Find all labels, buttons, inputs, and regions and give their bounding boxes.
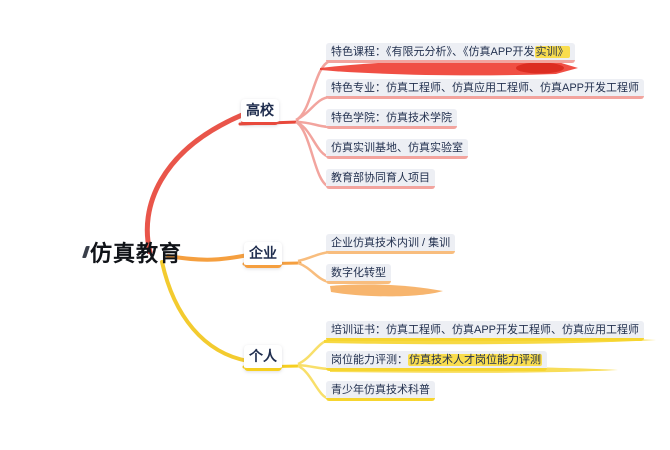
branch-label: 高校 <box>246 102 274 118</box>
root-prefix-mark <box>82 246 90 258</box>
leaf-text: 岗位能力评测： <box>331 354 408 366</box>
leaf-text: 教育部协同育人项目 <box>331 172 430 184</box>
leaf-highlight: 仿真技术人才岗位能力评测 <box>408 354 542 366</box>
branch-label: 个人 <box>249 348 277 364</box>
leaf-personal-youth[interactable]: 青少年仿真技术科普 <box>326 381 435 401</box>
orange-marker-blob <box>330 284 443 297</box>
leaf-text: 特色学院：仿真技术学院 <box>331 112 452 124</box>
trunk-university <box>144 112 245 255</box>
leaf-text: 数字化转型 <box>331 267 386 279</box>
leaf-enterprise-training[interactable]: 企业仿真技术内训 / 集训 <box>326 234 456 254</box>
leaf-text: 仿真实训基地、仿真实验室 <box>331 142 463 154</box>
leaf-text: 青少年仿真技术科普 <box>331 384 430 396</box>
red-marker-blob <box>516 62 564 74</box>
leaf-university-moe-project[interactable]: 教育部协同育人项目 <box>326 169 435 189</box>
leaf-university-majors[interactable]: 特色专业：仿真工程师、仿真应用工程师、仿真APP开发工程师 <box>326 79 645 99</box>
root-node[interactable]: 仿真教育 <box>82 236 183 268</box>
trunk-personal <box>160 260 250 363</box>
red-marker-swoosh <box>320 59 578 76</box>
branch-node-personal[interactable]: 个人 <box>244 345 282 371</box>
branch-node-university[interactable]: 高校 <box>241 99 279 125</box>
trunk-enterprise <box>166 253 250 262</box>
connector-u5 <box>295 120 331 189</box>
leaf-university-courses[interactable]: 特色课程：《有限元分析》、《仿真APP开发实训》 <box>326 43 575 63</box>
leaf-university-labs[interactable]: 仿真实训基地、仿真实验室 <box>326 139 468 159</box>
leaf-text: 培训证书：仿真工程师、仿真APP开发工程师、仿真应用工程师 <box>331 324 640 336</box>
branch-node-enterprise[interactable]: 企业 <box>244 242 282 268</box>
leaf-text: 特色专业：仿真工程师、仿真应用工程师、仿真APP开发工程师 <box>331 82 640 94</box>
leaf-personal-assessment[interactable]: 岗位能力评测：仿真技术人才岗位能力评测 <box>326 351 547 371</box>
connector-e1 <box>297 250 331 263</box>
root-label: 仿真教育 <box>90 241 183 266</box>
leaf-highlight: 实训》 <box>534 46 570 58</box>
leaf-enterprise-digital[interactable]: 数字化转型 <box>326 264 391 284</box>
leaf-text: 企业仿真技术内训 / 集训 <box>331 237 451 249</box>
connector-u2 <box>295 95 331 122</box>
leaf-personal-certificates[interactable]: 培训证书：仿真工程师、仿真APP开发工程师、仿真应用工程师 <box>326 321 645 341</box>
leaf-university-college[interactable]: 特色学院：仿真技术学院 <box>326 109 457 129</box>
leaf-text: 特色课程：《有限元分析》、《仿真APP开发 <box>331 46 535 58</box>
branch-label: 企业 <box>249 245 277 261</box>
